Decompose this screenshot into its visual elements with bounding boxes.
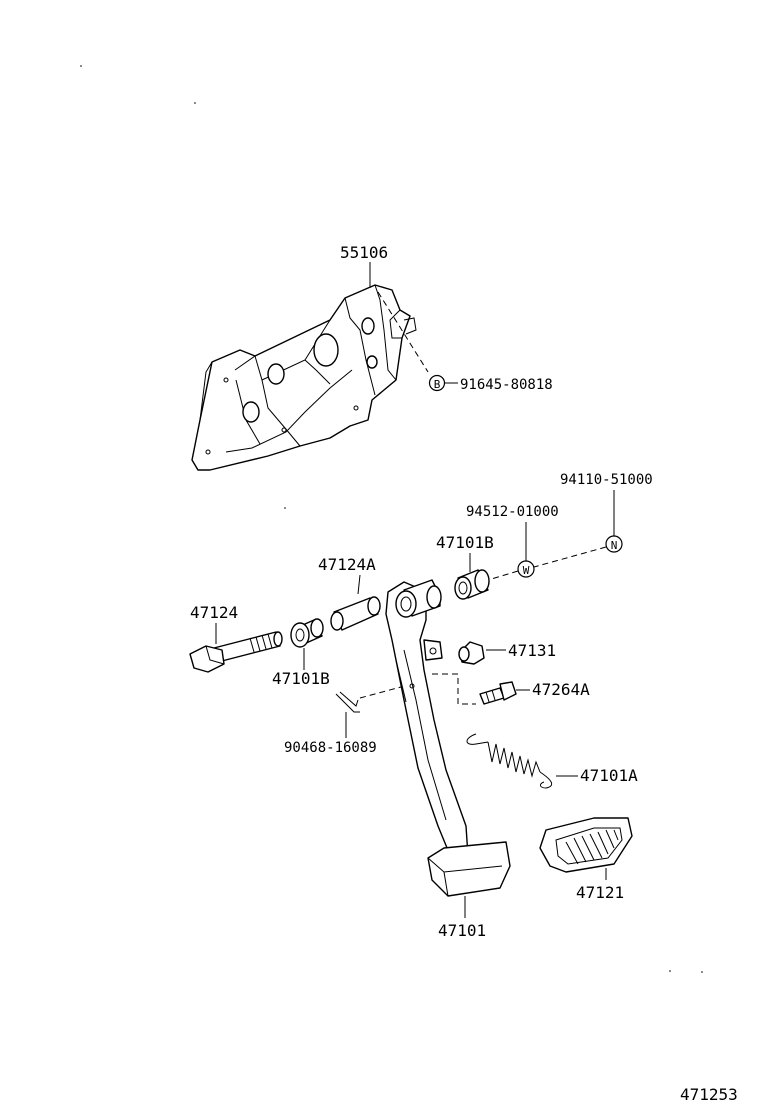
dashed-nut-washer [533, 546, 607, 568]
speck [284, 507, 286, 509]
nut-n-symbol: N [605, 535, 623, 553]
label-bushing-lower: 47101B [272, 669, 330, 688]
leader-collar [357, 574, 361, 595]
nut-n-letter: N [611, 539, 618, 552]
brake-pedal [385, 579, 511, 897]
speck [701, 971, 703, 973]
label-clip: 90468-16089 [284, 740, 377, 756]
label-bushing-upper: 47101B [436, 533, 494, 552]
bolt [189, 631, 283, 673]
label-washer-w: 94512-01000 [466, 504, 559, 520]
label-collar: 47124A [318, 555, 376, 574]
speck [669, 970, 671, 972]
washer-w-letter: W [523, 564, 530, 577]
washer-w-symbol: W [517, 560, 535, 578]
diagram-number: 471253 [680, 1085, 738, 1104]
stop-cushion [458, 641, 485, 665]
clip [335, 691, 360, 713]
bushing-lower [290, 618, 324, 648]
bushing-upper [454, 569, 490, 600]
speck [80, 65, 82, 67]
pedal-pad [539, 817, 633, 873]
return-spring [466, 733, 553, 789]
dashed-washer-bushing [487, 570, 519, 581]
dashed-bolt-b [377, 291, 429, 373]
label-bracket: 55106 [340, 243, 388, 262]
collar [330, 596, 381, 631]
dashed-stopper [432, 673, 476, 705]
label-spring: 47101A [580, 766, 638, 785]
label-pad: 47121 [576, 883, 624, 902]
label-stopper: 47264A [532, 680, 590, 699]
bolt-b-symbol: B [428, 374, 446, 392]
speck [194, 102, 196, 104]
label-pedal: 47101 [438, 921, 486, 940]
bolt-b-letter: B [434, 378, 441, 391]
label-cushion: 47131 [508, 641, 556, 660]
pedal-bracket [191, 284, 417, 471]
label-bolt-b: 91645-80818 [460, 377, 553, 393]
stopper-bolt [479, 681, 517, 705]
label-bolt: 47124 [190, 603, 238, 622]
label-nut-n: 94110-51000 [560, 472, 653, 488]
